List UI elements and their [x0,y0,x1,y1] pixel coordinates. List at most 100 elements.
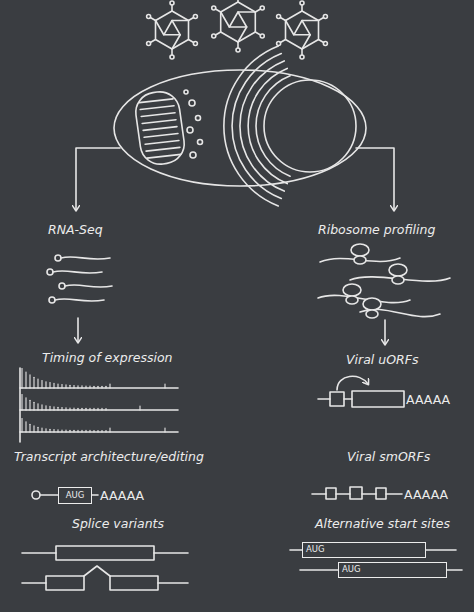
chalk-stroke [171,5,173,11]
chalk-stroke [255,9,260,12]
polya-tail: AAAAA [406,392,450,407]
orf-box: AUG [302,542,426,558]
chalk-stroke [25,372,26,388]
chalk-stroke [45,406,46,410]
expression-chart [20,368,178,442]
chalk-stroke [49,429,50,432]
chalk-stroke [212,6,216,10]
chalk-stroke [141,112,175,118]
chalk-stroke [255,32,260,35]
chalk-stroke [150,18,155,21]
chalk-stroke [188,18,193,21]
chalk-stroke [21,395,22,411]
chalk-stroke [145,139,179,145]
endoplasmic-reticulum [224,46,290,206]
chalk-stroke [49,406,50,410]
chalk-stroke [41,405,42,410]
chalk-stroke [53,383,54,388]
virus-capsid [286,11,319,49]
chalk-stroke [237,0,239,2]
chalk-stroke [19,368,21,442]
chalk-stroke [73,386,74,389]
smorf-transcript [312,487,402,499]
chalk-stroke [29,400,30,410]
chalk-stroke [301,5,303,11]
arrow [384,320,386,344]
chalk-stroke [93,431,94,433]
chalk-stroke [69,385,70,388]
chalk-stroke [49,383,50,388]
chalk-stroke [97,431,98,433]
chalk-stroke [85,386,86,388]
orf-box: AUG [58,487,92,504]
chalk-stroke [69,408,70,410]
chalk-stroke [301,49,303,55]
ribosome-large [363,298,381,310]
chalk-stroke [139,98,173,104]
start-codon: AUG [59,491,91,500]
nucleus [264,80,356,172]
chalk-stroke [143,126,177,132]
arrow [76,148,120,210]
ribosome-large [343,284,361,296]
sequencing-reads [47,255,112,303]
chalk-stroke [101,386,102,388]
chalk-stroke [300,1,304,5]
chalk-stroke [105,386,106,388]
chalk-stroke [85,430,86,432]
chalk-stroke [193,42,197,46]
chalk-stroke [236,48,240,52]
chalk-stroke [33,377,34,388]
chalk-stroke [224,46,278,206]
chalk-stroke [139,406,140,410]
chalk-stroke [109,428,110,432]
chalk-stroke [286,21,294,35]
chalk-stroke [93,408,94,410]
chalk-stroke [294,21,310,35]
chalk-stroke [81,430,82,432]
chalk-stroke [97,386,98,388]
chalk-stroke [147,15,151,19]
chalk-stroke [41,381,42,389]
section-heading: Splice variants [72,516,164,531]
chalk-stroke [61,385,62,389]
chalk-stroke [277,42,281,46]
chalk-stroke [33,402,34,410]
chalk-stroke [248,68,287,183]
chalk-stroke [20,409,178,411]
chalk-stroke [53,271,102,273]
chalk-stroke [45,382,46,388]
chalk-stroke [212,34,216,38]
polya-tail: AAAAA [100,488,144,503]
virus-capsid [221,2,256,42]
chalk-stroke [238,27,247,42]
chalk-stroke [25,398,26,410]
mitochondrion [133,89,187,166]
chalk-stroke [101,431,102,433]
chalk-stroke [61,408,62,410]
chalk-stroke [101,408,102,410]
chalk-stroke [188,40,193,43]
chalk-stroke [109,384,110,388]
chalk-stroke [256,76,290,176]
chalk-stroke [81,408,82,410]
chalk-stroke [61,257,110,259]
section-heading: Viral uORFs [346,352,418,367]
chalk-stroke [77,430,78,432]
read-cap [49,297,55,303]
method-heading: Ribosome profiling [318,222,435,237]
chalk-stroke [77,386,78,388]
chalk-stroke [280,40,285,43]
chalk-stroke [142,119,176,125]
chalk-stroke [140,105,174,111]
chalk-stroke [85,408,86,410]
chalk-stroke [164,428,165,432]
chalk-stroke [260,6,264,10]
ribosome-small [366,310,378,318]
ribosome-large [389,264,407,276]
start-codon: AUG [303,545,425,554]
chalk-stroke [33,426,34,432]
chalk-stroke [97,408,98,410]
chalk-stroke [144,133,178,139]
chalk-stroke [53,407,54,410]
